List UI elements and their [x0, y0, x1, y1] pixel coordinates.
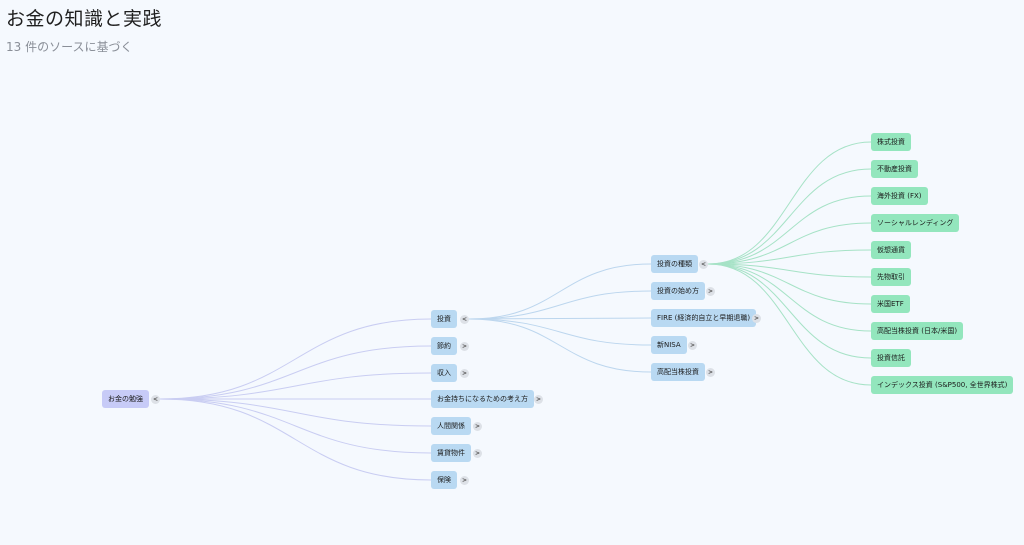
edge-line — [468, 263, 652, 320]
node-label: 投資の始め方 — [657, 287, 699, 295]
edge-line — [707, 263, 872, 278]
edge-line — [707, 263, 872, 359]
node-label: 仮想通貨 — [877, 246, 905, 254]
node-label: インデックス投資 (S&P500, 全世界株式) — [877, 381, 1008, 389]
edge-line — [468, 317, 652, 320]
node-fire[interactable]: FIRE (経済的自立と早期退職) — [651, 309, 757, 327]
node-social-lending[interactable]: ソーシャルレンディング — [871, 214, 960, 232]
node-label: 高配当株投資 (日本/米国) — [877, 327, 958, 335]
node-label: 投資 — [437, 315, 451, 323]
page-title: お金の知識と実践 — [6, 8, 163, 30]
node-index-investing[interactable]: インデックス投資 (S&P500, 全世界株式) — [871, 376, 1014, 394]
node-label: 米国ETF — [877, 300, 904, 308]
node-income[interactable]: 収入 — [431, 364, 457, 382]
node-label: 投資信託 — [877, 354, 905, 362]
node-futures[interactable]: 先物取引 — [871, 268, 911, 286]
node-investment-types[interactable]: 投資の種類 — [651, 255, 698, 273]
edge-line — [707, 263, 872, 386]
expand-toggle-icon[interactable]: > — [534, 395, 543, 404]
expand-toggle-icon[interactable]: > — [460, 369, 469, 378]
node-label: 新NISA — [657, 341, 681, 349]
node-label: 高配当株投資 — [657, 368, 699, 376]
collapse-toggle-icon[interactable]: < — [699, 260, 708, 269]
edge-line — [159, 398, 432, 454]
node-label: 不動産投資 — [877, 165, 912, 173]
edge-line — [159, 345, 432, 400]
edge-line — [707, 141, 872, 265]
node-label: 収入 — [437, 369, 451, 377]
node-label: FIRE (経済的自立と早期退職) — [657, 314, 751, 322]
expand-toggle-icon[interactable]: > — [706, 287, 715, 296]
edge-line — [159, 398, 432, 481]
collapse-toggle-icon[interactable]: < — [151, 395, 160, 404]
node-fx[interactable]: 海外投資 (FX) — [871, 187, 928, 205]
expand-toggle-icon[interactable]: > — [473, 422, 482, 431]
node-label: 株式投資 — [877, 138, 905, 146]
node-real-estate[interactable]: 不動産投資 — [871, 160, 918, 178]
edge-line — [707, 249, 872, 265]
node-mindset[interactable]: お金持ちになるための考え方 — [431, 390, 534, 408]
edge-line — [159, 398, 432, 427]
node-root[interactable]: お金の勉強 — [102, 390, 149, 408]
expand-toggle-icon[interactable]: > — [473, 449, 482, 458]
source-count: 13 件のソースに基づく — [6, 40, 133, 54]
node-label: 投資の種類 — [657, 260, 692, 268]
expand-toggle-icon[interactable]: > — [460, 476, 469, 485]
edge-line — [707, 263, 872, 332]
node-label: 海外投資 (FX) — [877, 192, 922, 200]
node-label: 人間関係 — [437, 422, 465, 430]
node-label: 節約 — [437, 342, 451, 350]
node-relationships[interactable]: 人間関係 — [431, 417, 471, 435]
node-insurance[interactable]: 保険 — [431, 471, 457, 489]
node-saving[interactable]: 節約 — [431, 337, 457, 355]
expand-toggle-icon[interactable]: > — [688, 341, 697, 350]
edge-line — [707, 222, 872, 265]
node-crypto[interactable]: 仮想通貨 — [871, 241, 911, 259]
expand-toggle-icon[interactable]: > — [752, 314, 761, 323]
node-how-to-start[interactable]: 投資の始め方 — [651, 282, 705, 300]
node-rental-property[interactable]: 賃貸物件 — [431, 444, 471, 462]
node-high-dividend-jp-us[interactable]: 高配当株投資 (日本/米国) — [871, 322, 964, 340]
node-label: 先物取引 — [877, 273, 905, 281]
node-label: ソーシャルレンディング — [877, 219, 954, 227]
collapse-toggle-icon[interactable]: < — [460, 315, 469, 324]
edge-line — [468, 318, 652, 346]
node-high-dividend[interactable]: 高配当株投資 — [651, 363, 705, 381]
edge-line — [707, 168, 872, 265]
edge-line — [159, 318, 432, 400]
node-label: 賃貸物件 — [437, 449, 465, 457]
edge-line — [159, 372, 432, 400]
edge-line — [468, 290, 652, 320]
edge-line — [707, 195, 872, 265]
edge-line — [707, 263, 872, 305]
node-label: お金持ちになるための考え方 — [437, 395, 528, 403]
node-stocks[interactable]: 株式投資 — [871, 133, 911, 151]
edge-line — [468, 318, 652, 373]
node-us-etf[interactable]: 米国ETF — [871, 295, 910, 313]
node-mutual-funds[interactable]: 投資信託 — [871, 349, 911, 367]
node-investment[interactable]: 投資 — [431, 310, 457, 328]
expand-toggle-icon[interactable]: > — [460, 342, 469, 351]
node-new-nisa[interactable]: 新NISA — [651, 336, 687, 354]
expand-toggle-icon[interactable]: > — [706, 368, 715, 377]
node-label: 保険 — [437, 476, 451, 484]
node-label: お金の勉強 — [108, 395, 143, 403]
